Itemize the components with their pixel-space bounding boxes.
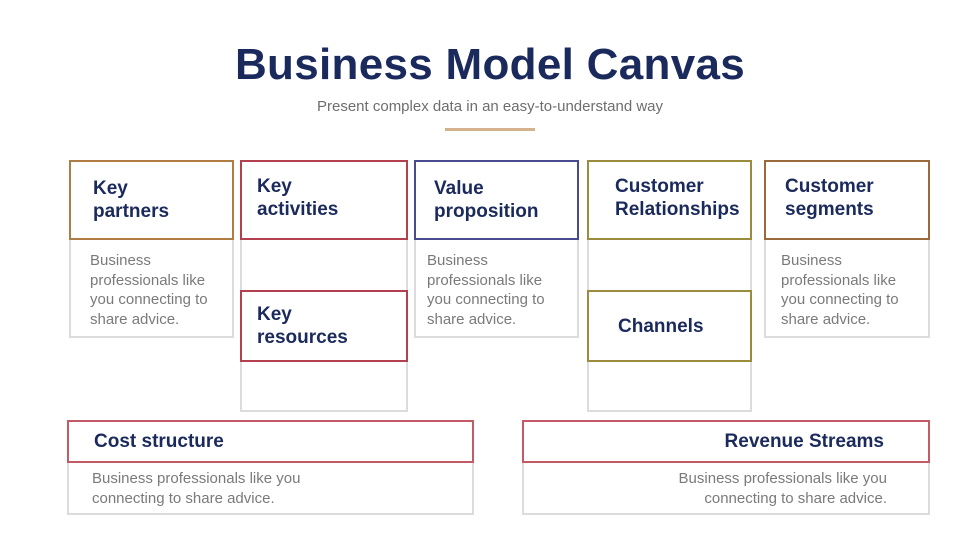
cost-structure-title: Cost structure — [94, 431, 224, 452]
key-partners-title-line2: partners — [93, 201, 170, 222]
page-subtitle: Present complex data in an easy-to-under… — [316, 98, 664, 115]
cost-structure-description: Business professionals like you connecti… — [92, 470, 301, 507]
key-resources-title-line1: Key — [257, 304, 292, 325]
title-underline — [445, 128, 535, 131]
value-proposition-title-line2: proposition — [434, 201, 539, 222]
value-proposition-header: Value proposition — [414, 160, 579, 240]
channels-title: Channels — [618, 315, 704, 337]
page-title: Business Model Canvas — [234, 40, 746, 89]
key-partners-title-line1: Key — [93, 178, 128, 199]
customer-segments-description: Business professionals like you connecti… — [781, 252, 899, 328]
customer-relationships-header: Customer Relationships — [587, 160, 752, 240]
customer-segments-header: Customer segments — [764, 160, 930, 240]
customer-relationships-title-line1: Customer — [615, 176, 704, 197]
customer-segments-title-line2: segments — [785, 199, 874, 220]
revenue-streams-description: Business professionals like you connecti… — [678, 470, 887, 507]
key-activities-header: Key activities — [240, 160, 408, 240]
value-proposition-title-line1: Value — [434, 178, 484, 199]
key-partners-header: Key partners — [69, 160, 234, 240]
key-activities-title-line1: Key — [257, 176, 292, 197]
customer-segments-title-line1: Customer — [785, 176, 874, 197]
key-activities-title-line2: activities — [257, 199, 339, 220]
key-resources-header: Key resources — [240, 290, 408, 362]
customer-relationships-title-line2: Relationships — [615, 199, 740, 220]
key-partners-description: Business professionals like you connecti… — [90, 252, 208, 328]
key-resources-title-line2: resources — [257, 327, 348, 348]
value-proposition-description: Business professionals like you connecti… — [427, 252, 545, 328]
cost-structure-header: Cost structure — [67, 420, 474, 463]
revenue-streams-header: Revenue Streams — [522, 420, 930, 463]
revenue-streams-title: Revenue Streams — [724, 431, 884, 452]
channels-header: Channels — [587, 290, 752, 362]
